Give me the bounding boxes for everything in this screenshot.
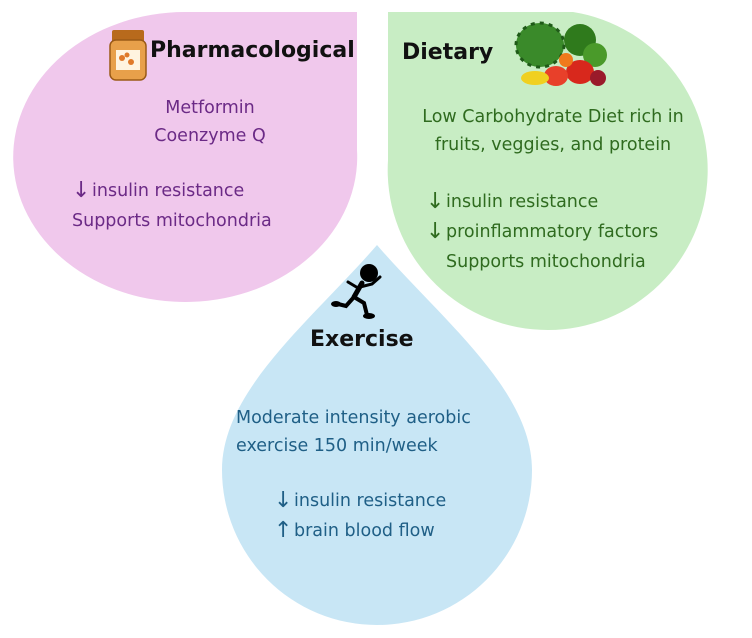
exercise-drop: [222, 245, 532, 625]
effect-row: ↓ insulin resistance: [274, 486, 446, 516]
effect-row: Supports mitochondria: [72, 206, 272, 236]
exercise-description-line: exercise 150 min/week: [236, 436, 438, 456]
dietary-effects: ↓ insulin resistance ↓ proinflammatory f…: [426, 187, 658, 277]
effect-row: ↑ brain blood flow: [274, 516, 446, 546]
fruits-vegetables-icon: [514, 21, 607, 86]
effect-text: Supports mitochondria: [72, 211, 272, 231]
effect-row: ↓ insulin resistance: [72, 176, 272, 206]
dietary-description: Low Carbohydrate Diet rich in fruits, ve…: [388, 103, 718, 159]
exercise-effects: ↓ insulin resistance ↑ brain blood flow: [274, 486, 446, 546]
down-arrow-icon: ↓: [426, 189, 445, 214]
dietary-drop: [387, 12, 708, 330]
exercise-description-line: Moderate intensity aerobic: [236, 408, 471, 428]
effect-text: insulin resistance: [92, 181, 245, 201]
dietary-description-line: Low Carbohydrate Diet rich in: [422, 107, 684, 127]
pharmacological-drop: [13, 12, 358, 302]
dietary-description-line: fruits, veggies, and protein: [434, 135, 672, 155]
exercise-title: Exercise: [310, 327, 414, 352]
effect-row: ↓ insulin resistance: [426, 187, 658, 217]
up-arrow-icon: ↑: [274, 518, 293, 543]
down-arrow-icon: ↓: [72, 178, 91, 203]
running-figure-icon: [331, 264, 382, 319]
effect-row: ↓ proinflammatory factors: [426, 217, 658, 247]
effect-text: Supports mitochondria: [446, 252, 646, 272]
drug-coenzyme-q: Coenzyme Q: [154, 126, 266, 146]
pill-bottle-icon: [109, 30, 147, 81]
effect-text: insulin resistance: [294, 491, 447, 511]
pharmacological-title: Pharmacological: [150, 38, 355, 63]
down-arrow-icon: ↓: [426, 219, 445, 244]
effect-text: insulin resistance: [446, 192, 599, 212]
exercise-description: Moderate intensity aerobic exercise 150 …: [236, 404, 536, 460]
effect-row: Supports mitochondria: [426, 247, 658, 277]
dietary-title: Dietary: [402, 40, 494, 65]
effect-text: proinflammatory factors: [446, 222, 659, 242]
pharmacological-effects: ↓ insulin resistance Supports mitochondr…: [72, 176, 272, 236]
pharmacological-drugs: Metformin Coenzyme Q: [110, 94, 310, 150]
drug-metformin: Metformin: [165, 98, 255, 118]
down-arrow-icon: ↓: [274, 488, 293, 513]
effect-text: brain blood flow: [294, 521, 435, 541]
